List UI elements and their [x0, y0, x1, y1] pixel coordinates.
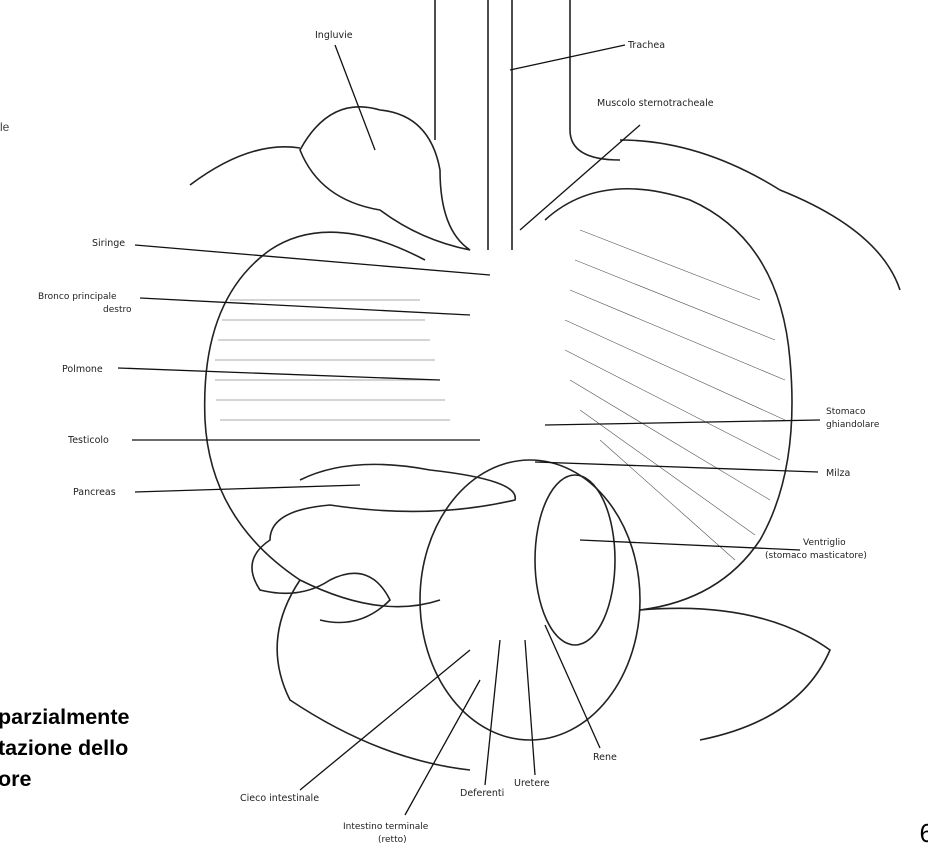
label-polmone: Polmone: [62, 364, 103, 375]
intestine-loops: [252, 464, 515, 622]
leader-cieco: [300, 650, 470, 790]
gizzard-outline: [535, 475, 615, 645]
label-trachea: Trachea: [627, 40, 665, 51]
lower-body-outline: [277, 580, 830, 770]
label-muscolo: Muscolo sternotracheale: [597, 98, 714, 109]
label-uretere: Uretere: [514, 778, 550, 789]
leader-pancreas: [135, 485, 360, 492]
caption-line-3: ore: [0, 767, 31, 791]
label-terminale-2: (retto): [378, 835, 407, 845]
leader-trachea: [510, 45, 625, 70]
label-testicolo: Testicolo: [67, 435, 109, 446]
leader-bronco: [140, 298, 470, 315]
label-siringe: Siringe: [92, 238, 125, 249]
trachea-outline: [488, 0, 512, 250]
label-pancreas: Pancreas: [73, 487, 116, 498]
leader-siringe: [135, 245, 490, 275]
label-ventriglio-1: Ventriglio: [803, 538, 846, 548]
leader-ventriglio: [580, 540, 800, 550]
leader-deferenti: [485, 640, 500, 785]
leader-muscolo: [520, 125, 640, 230]
caption-line-2: tazione dello: [0, 736, 128, 760]
page-number: 6: [920, 818, 928, 849]
leader-polmone: [118, 368, 440, 380]
neck-line-right: [570, 0, 620, 160]
body-cavity-outline: [420, 460, 640, 740]
body-outline: [190, 140, 900, 290]
left-lung-outline: [205, 232, 440, 606]
caption-line-1: parzialmente: [0, 705, 129, 729]
label-cieco: Cieco intestinale: [240, 793, 319, 804]
label-rene: Rene: [593, 752, 617, 763]
label-stomaco-1: Stomaco: [826, 407, 866, 417]
right-lung-outline: [545, 189, 792, 610]
label-bronco-2: destro: [103, 305, 132, 315]
label-terminale-1: Intestino terminale: [343, 822, 429, 832]
leader-stomaco: [545, 420, 820, 425]
crop-outline: [300, 107, 470, 250]
label-stomaco-2: ghiandolare: [826, 420, 880, 430]
label-ingluvie: Ingluvie: [315, 30, 353, 41]
leader-ingluvie: [335, 45, 375, 150]
label-deferenti: Deferenti: [460, 788, 504, 799]
slide-caption: parzialmente tazione dello ore: [0, 702, 129, 795]
leader-milza: [535, 462, 818, 472]
label-ventriglio-2: (stomaco masticatore): [765, 551, 867, 561]
label-bronco-1: Bronco principale: [38, 292, 117, 302]
label-milza: Milza: [826, 468, 850, 479]
leader-uretere: [525, 640, 535, 775]
